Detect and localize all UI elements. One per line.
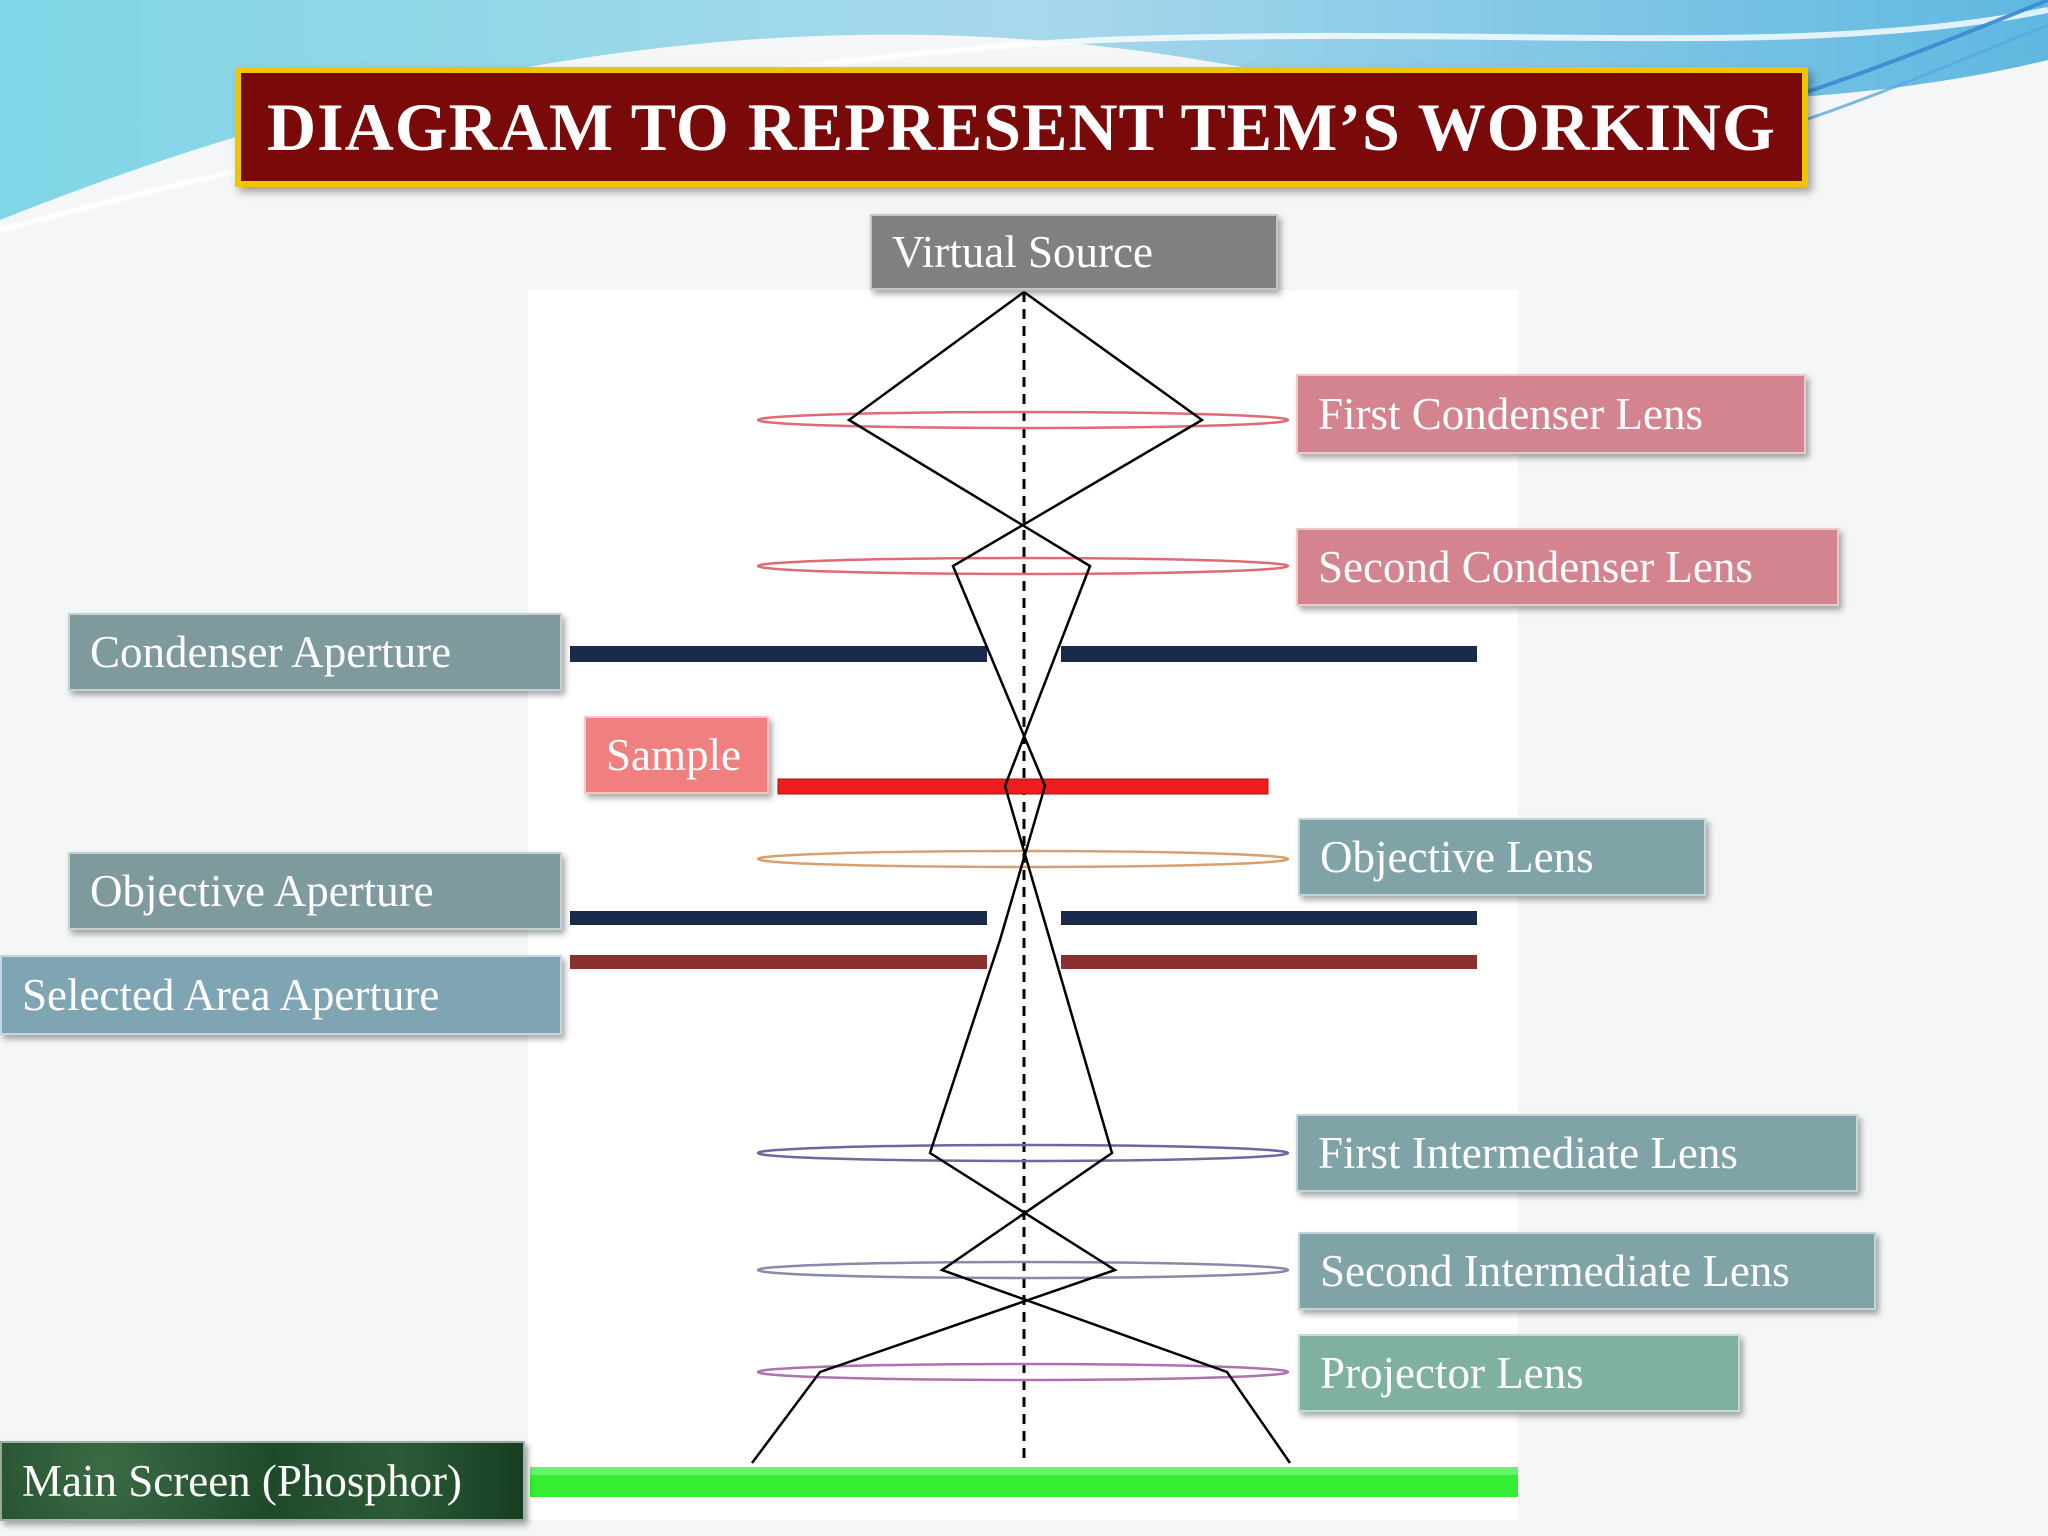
page-title: DIAGRAM TO REPRESENT TEM’S WORKING [267, 88, 1776, 165]
main-screen-label: Main Screen (Phosphor) [0, 1441, 525, 1521]
condenser-aperture-left [570, 646, 987, 662]
second-condenser-lens [756, 556, 1290, 576]
first-condenser-lens [756, 410, 1290, 430]
title-banner: DIAGRAM TO REPRESENT TEM’S WORKING [235, 67, 1808, 187]
condenser-aperture-right [1061, 646, 1477, 662]
condenser-aperture-label: Condenser Aperture [68, 613, 562, 691]
objective-aperture-label: Objective Aperture [68, 852, 562, 930]
selected-area-aperture-right [1061, 955, 1477, 969]
second-intermediate-lens [756, 1260, 1290, 1280]
virtual-source-label: Virtual Source [870, 214, 1278, 290]
selected-area-aperture-label: Selected Area Aperture [0, 955, 562, 1035]
first-condenser-lens-label: First Condenser Lens [1296, 374, 1806, 454]
second-condenser-lens-label: Second Condenser Lens [1296, 528, 1839, 606]
first-intermediate-lens-label: First Intermediate Lens [1296, 1114, 1858, 1192]
objective-aperture-right [1061, 911, 1477, 925]
objective-aperture-left [570, 911, 987, 925]
sample-label: Sample [584, 716, 769, 794]
objective-lens-label: Objective Lens [1298, 818, 1706, 896]
selected-area-aperture-left [570, 955, 987, 969]
first-intermediate-lens [756, 1143, 1290, 1163]
sample-plate [777, 778, 1269, 795]
second-intermediate-lens-label: Second Intermediate Lens [1298, 1232, 1876, 1310]
projector-lens-label: Projector Lens [1298, 1334, 1740, 1412]
electron-rays [750, 290, 1292, 1464]
projector-lens [756, 1362, 1290, 1382]
